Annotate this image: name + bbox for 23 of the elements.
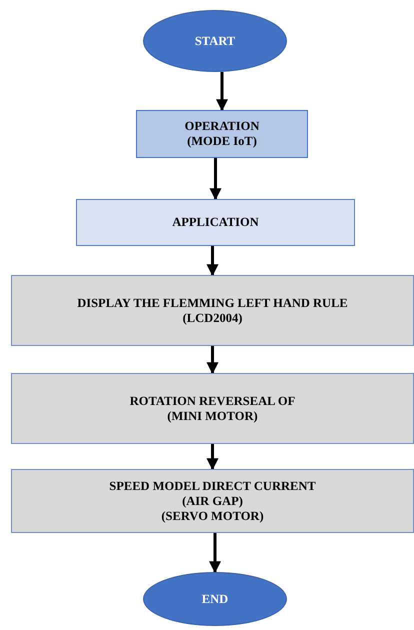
node-text: ROTATION REVERSEAL OF — [130, 394, 296, 408]
arrow — [206, 246, 218, 276]
node-text: DISPLAY THE FLEMMING LEFT HAND RULE — [77, 296, 348, 310]
node-text: (MODE IoT) — [187, 134, 257, 149]
process-box — [11, 275, 414, 346]
node-text: (SERVO MOTOR) — [161, 508, 264, 524]
node-text: START — [194, 34, 236, 48]
process-box — [11, 373, 414, 444]
node-text: APPLICATION — [172, 215, 259, 230]
arrow — [206, 346, 218, 374]
arrow — [209, 533, 221, 574]
node-text: (AIR GAP) — [182, 494, 243, 508]
node-text: OPERATION — [184, 119, 260, 134]
process-box — [76, 199, 355, 246]
node-text: END — [202, 592, 228, 606]
arrow — [206, 444, 218, 470]
arrow — [216, 72, 228, 112]
node-text: (MINI MOTOR) — [167, 408, 258, 424]
process-box — [136, 110, 308, 158]
process-box — [11, 469, 414, 533]
node-text: (LCD2004) — [182, 310, 242, 326]
arrow — [210, 158, 222, 200]
node-text: SPEED MODEL DIRECT CURRENT — [109, 478, 316, 494]
